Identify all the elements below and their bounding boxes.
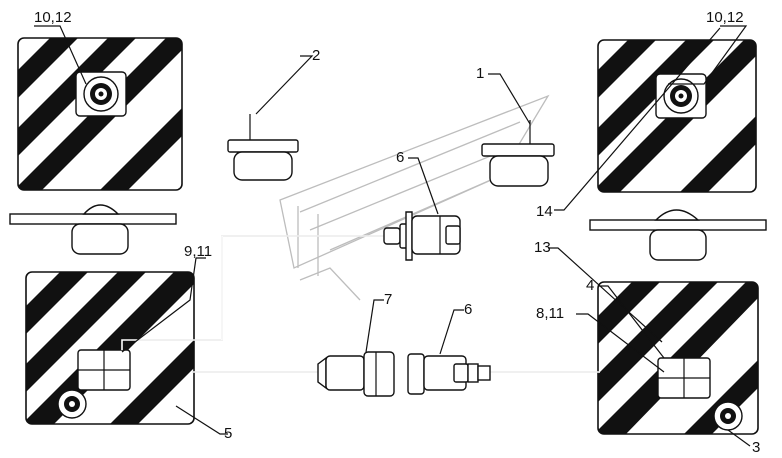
watermark-logo <box>279 94 550 301</box>
lamp-unit-top-right <box>655 73 707 119</box>
bracket-lamp-1 <box>481 120 555 187</box>
callout-3: 3 <box>752 439 760 456</box>
plug-7 <box>317 351 395 397</box>
callout-10-12-left: 10,12 <box>34 9 72 26</box>
leader-lines <box>34 25 751 447</box>
callout-9-11: 9,11 <box>184 243 212 260</box>
callout-6-upper: 6 <box>396 149 404 166</box>
reflector-bottom-right <box>713 401 743 431</box>
callout-7: 7 <box>384 291 392 308</box>
callout-6-lower: 6 <box>464 301 472 318</box>
callout-1: 1 <box>476 65 484 82</box>
callout-5: 5 <box>224 425 232 442</box>
connector-box-bottom-right <box>657 357 711 399</box>
warning-panel-bottom-left <box>25 271 195 425</box>
callout-13: 13 <box>534 239 551 256</box>
callout-14: 14 <box>536 203 553 220</box>
lamp-side-view-right <box>589 209 767 261</box>
connector-6-lower <box>407 353 491 395</box>
reflector-bottom-left <box>57 389 87 419</box>
callout-2: 2 <box>312 47 320 64</box>
bracket-lamp-2 <box>227 114 299 181</box>
lamp-unit-top-left <box>75 71 127 117</box>
connector-box-bottom-left <box>77 349 131 391</box>
connector-6-upper <box>383 211 461 261</box>
callout-4: 4 <box>586 277 594 294</box>
cable-upper <box>121 235 384 350</box>
lamp-side-view-left <box>9 204 177 255</box>
callout-8-11: 8,11 <box>536 305 564 322</box>
callout-10-12-right: 10,12 <box>706 9 744 26</box>
